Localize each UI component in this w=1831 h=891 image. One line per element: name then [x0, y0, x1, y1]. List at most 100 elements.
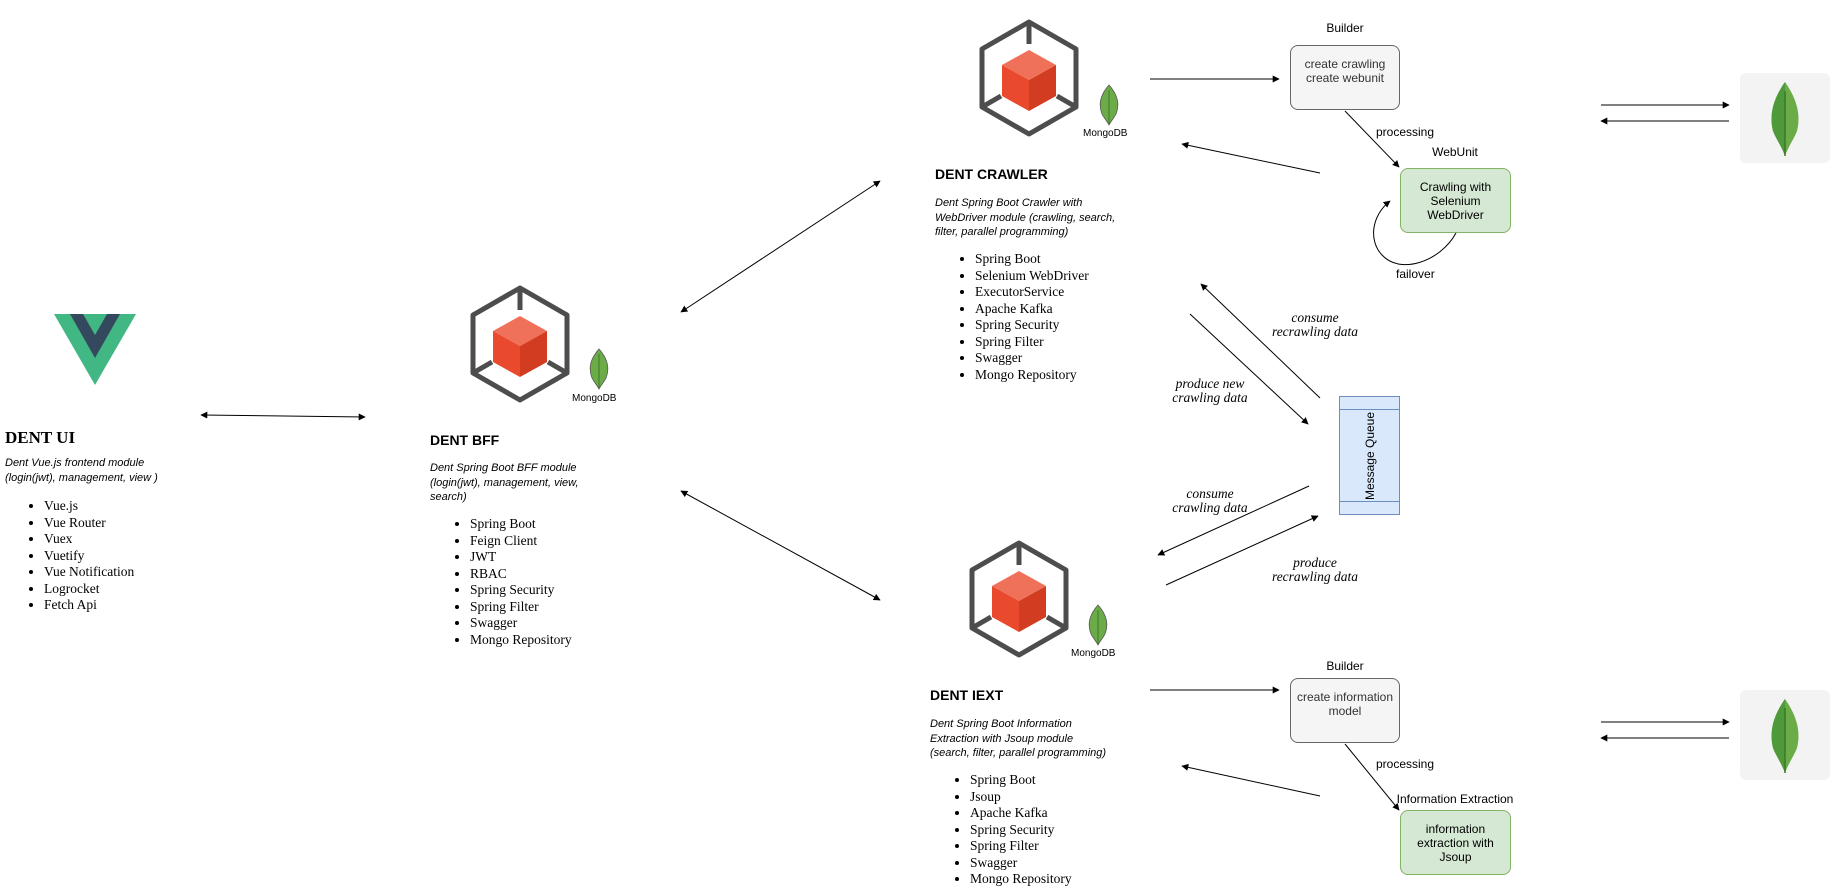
consume-recrawling-label-line: consume [1291, 310, 1339, 325]
spring-cube-icon [470, 285, 570, 403]
list-item: Swagger [975, 350, 1089, 367]
bff-crawler-arrow [680, 180, 881, 313]
mongodb-leaf-icon [1099, 84, 1119, 126]
iext-builder-box-line: create information [1296, 689, 1394, 704]
extraction-iext-return-arrow [1181, 763, 1321, 797]
extraction-box-line: extraction with [1417, 835, 1494, 850]
consume-recrawling-label: consume recrawling data [1255, 311, 1375, 339]
failover-label: failover [1396, 267, 1435, 281]
list-item: Feign Client [470, 533, 572, 550]
crawler-description: Dent Spring Boot Crawler with WebDriver … [935, 196, 1135, 240]
list-item: Jsoup [970, 789, 1072, 806]
bff-description: Dent Spring Boot BFF module (login(jwt),… [430, 461, 630, 505]
bff-description-line: Dent Spring Boot BFF module [430, 462, 577, 474]
crawler-builder-box: create crawling create webunit [1290, 45, 1400, 110]
list-item: Vue.js [44, 498, 134, 515]
crawler-description-line: WebDriver module (crawling, search, [935, 211, 1116, 224]
list-item: Spring Security [975, 317, 1089, 334]
vue-logo-icon [54, 314, 136, 385]
webunit-box-line: Selenium [1430, 193, 1481, 208]
builder-extraction-arrow [1344, 743, 1400, 811]
queue-divider [1340, 409, 1399, 410]
consume-crawling-label: consume crawling data [1150, 487, 1270, 515]
webunit-label: WebUnit [1432, 145, 1478, 159]
message-queue-box: Message Queue [1339, 396, 1400, 515]
list-item: Spring Filter [970, 838, 1072, 855]
list-item: Vue Router [44, 515, 134, 532]
spring-cube-icon [979, 19, 1079, 137]
queue-divider [1340, 501, 1399, 502]
produce-recrawling-label-line: produce [1293, 555, 1337, 570]
extraction-label: Information Extraction [1396, 792, 1514, 806]
queue-produce-new-crawling-arrow [1189, 313, 1309, 425]
produce-recrawling-label: produce recrawling data [1255, 556, 1375, 584]
list-item: Spring Boot [975, 251, 1089, 268]
list-item: ExecutorService [975, 284, 1089, 301]
list-item: Vuex [44, 531, 134, 548]
iext-processing-label: processing [1376, 757, 1435, 771]
crawler-mongodb-tile [1740, 73, 1830, 163]
produce-new-crawling-label: produce new crawling data [1150, 377, 1270, 405]
iext-description-line: (search, filter, parallel programming) [930, 747, 1107, 759]
iext-mongodb-tile [1740, 690, 1830, 780]
message-queue-label: Message Queue [1362, 411, 1377, 500]
builder-webunit-arrow [1344, 110, 1400, 168]
iext-tech-list: Spring Boot Jsoup Apache Kafka Spring Se… [926, 772, 1072, 888]
iext-description-line: Dent Spring Boot Information [930, 718, 1072, 730]
list-item: Mongo Repository [970, 871, 1072, 888]
bff-tech-list: Spring Boot Feign Client JWT RBAC Spring… [426, 516, 572, 648]
list-item: Spring Security [970, 822, 1072, 839]
list-item: Swagger [970, 855, 1072, 872]
webunit-crawler-return-arrow [1181, 141, 1321, 174]
ui-tech-list: Vue.js Vue Router Vuex Vuetify Vue Notif… [0, 498, 134, 614]
iext-builder-label: Builder [1326, 659, 1364, 673]
bff-description-line: (login(jwt), management, view, [430, 476, 579, 489]
list-item: Selenium WebDriver [975, 268, 1089, 285]
list-item: Mongo Repository [470, 632, 572, 649]
list-item: Vue Notification [44, 564, 134, 581]
crawler-builder-box-line: create webunit [1305, 70, 1385, 85]
bff-description-line: search) [430, 491, 467, 503]
queue-consume-crawling-arrow [1157, 485, 1310, 556]
crawler-description-line: Dent Spring Boot Crawler with [935, 197, 1083, 209]
ui-description-line: (login(jwt), management, view ) [5, 471, 158, 484]
produce-new-crawling-label-line: crawling data [1172, 390, 1248, 405]
mongodb-leaf-icon [1088, 604, 1108, 646]
list-item: Spring Filter [470, 599, 572, 616]
list-item: JWT [470, 549, 572, 566]
ui-bff-arrow [200, 411, 366, 421]
bff-db-label: MongoDB [572, 393, 617, 404]
spring-cube-icon [969, 540, 1069, 658]
extraction-box: information extraction with Jsoup [1400, 810, 1511, 875]
iext-db-label: MongoDB [1071, 648, 1116, 659]
bff-title: DENT BFF [430, 432, 500, 448]
list-item: RBAC [470, 566, 572, 583]
consume-recrawling-label-line: recrawling data [1271, 324, 1359, 339]
list-item: Apache Kafka [975, 301, 1089, 318]
list-item: Spring Security [470, 582, 572, 599]
list-item: Swagger [470, 615, 572, 632]
failover-loop-arrow [1373, 200, 1457, 266]
crawler-builder-label: Builder [1326, 21, 1364, 35]
extraction-box-line: Jsoup [1439, 849, 1472, 864]
mongodb-leaf-icon [589, 348, 609, 390]
crawler-description-line: filter, parallel programming) [935, 226, 1069, 238]
crawler-db-label: MongoDB [1083, 128, 1128, 139]
list-item: Apache Kafka [970, 805, 1072, 822]
crawler-title: DENT CRAWLER [935, 166, 1048, 182]
webunit-box-line: Crawling with [1419, 179, 1492, 194]
produce-recrawling-label-line: recrawling data [1271, 569, 1359, 584]
iext-builder-box-line: model [1328, 703, 1362, 718]
produce-new-crawling-label-line: produce new [1175, 376, 1245, 391]
crawler-processing-label: processing [1376, 125, 1435, 139]
ui-title: DENT UI [5, 428, 76, 447]
list-item: Spring Boot [470, 516, 572, 533]
queue-produce-recrawling-arrow [1165, 515, 1319, 586]
iext-description-line: Extraction with Jsoup module [930, 732, 1074, 745]
list-item: Mongo Repository [975, 367, 1089, 384]
consume-crawling-label-line: consume [1186, 486, 1234, 501]
extraction-box-line: information [1425, 821, 1486, 836]
ui-description: Dent Vue.js frontend module (login(jwt),… [5, 456, 205, 485]
mongodb-leaf-icon [1771, 699, 1799, 773]
